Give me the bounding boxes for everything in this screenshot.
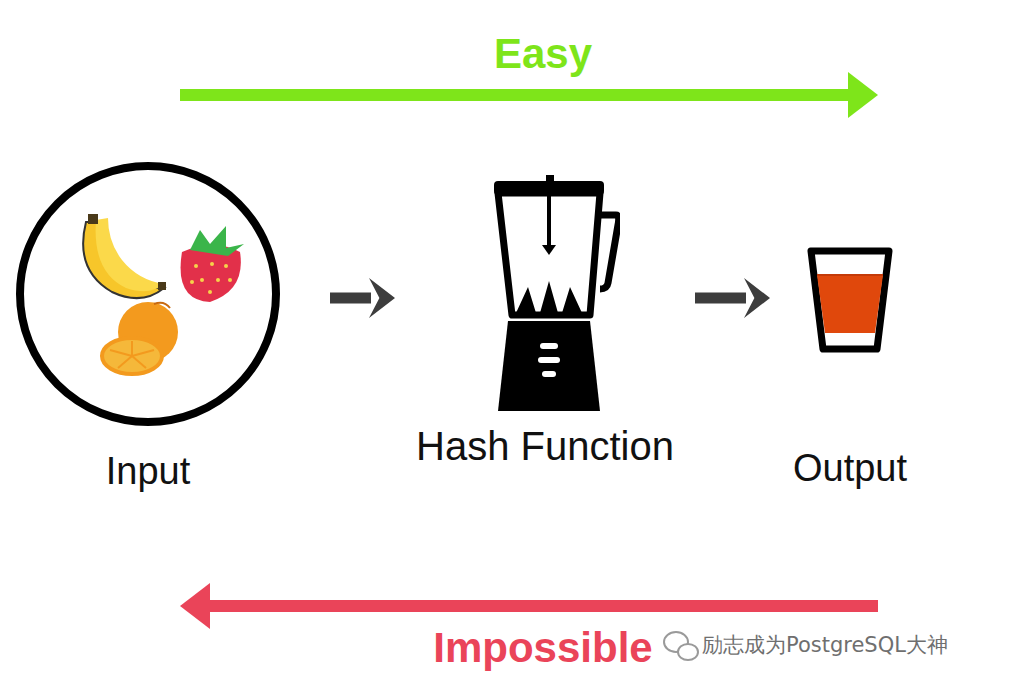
flow-arrow — [695, 278, 770, 318]
easy-arrow — [180, 89, 852, 101]
node-label: Input — [14, 450, 282, 494]
easy-arrowhead — [848, 72, 878, 118]
easy-label: Easy — [490, 30, 596, 78]
watermark: 励志成为PostgreSQL大神 — [702, 631, 948, 659]
wechat-icon — [664, 632, 698, 660]
hash-function-node: Hash Function — [395, 175, 695, 520]
node-label: Hash Function — [395, 423, 695, 469]
output-node: Output — [770, 245, 930, 505]
input-node: Input — [14, 160, 330, 510]
impossible-arrow — [206, 600, 878, 612]
juice-glass-icon — [805, 245, 895, 355]
impossible-label: Impossible — [429, 624, 656, 672]
blender-icon — [490, 175, 620, 415]
flow-arrow — [330, 278, 395, 318]
node-label: Output — [770, 447, 930, 491]
impossible-arrowhead — [180, 583, 210, 629]
fruit-circle — [14, 160, 282, 430]
